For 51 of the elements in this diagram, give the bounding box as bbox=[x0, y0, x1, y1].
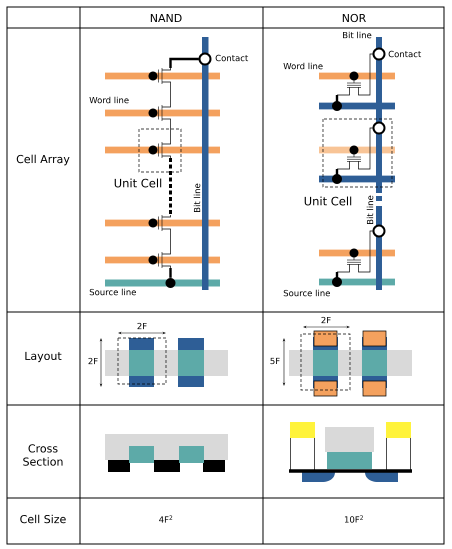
column-header: NAND bbox=[150, 14, 182, 22]
contact-circle bbox=[372, 224, 386, 238]
wire bbox=[170, 120, 171, 142]
dashed-wire bbox=[169, 158, 172, 215]
part-label: Word line bbox=[89, 96, 129, 104]
transistor-symbol bbox=[346, 72, 362, 88]
part-label: Unit Cell bbox=[304, 196, 352, 206]
dimension-label: 5F bbox=[270, 358, 280, 364]
part-label: Word line bbox=[283, 62, 323, 70]
part-label: Bit line bbox=[366, 196, 374, 224]
transistor-symbol bbox=[346, 146, 362, 162]
transistor-symbol bbox=[148, 252, 171, 268]
transistor-symbol bbox=[148, 142, 171, 158]
wire bbox=[170, 230, 171, 252]
contact-dot bbox=[332, 169, 342, 184]
wire bbox=[336, 87, 350, 96]
column-header: NOR bbox=[342, 14, 366, 22]
transistor-symbol bbox=[148, 104, 171, 122]
contact-circle bbox=[372, 48, 386, 60]
wire bbox=[170, 84, 171, 106]
transistor-symbol bbox=[148, 68, 171, 84]
part-label: Contact bbox=[388, 50, 422, 58]
wire bbox=[336, 264, 350, 272]
wire bbox=[169, 268, 172, 278]
dimension-label: 2F bbox=[321, 316, 331, 324]
transistor-symbol bbox=[148, 214, 171, 232]
contact-circle bbox=[198, 52, 212, 66]
contact-circle bbox=[372, 122, 386, 134]
contact-dot bbox=[332, 272, 342, 287]
row-header: Cross Section bbox=[23, 444, 62, 466]
wire bbox=[358, 230, 373, 272]
wire bbox=[169, 58, 198, 68]
transistor-symbol bbox=[346, 248, 362, 265]
part-label: Source line bbox=[284, 290, 330, 296]
contact-dot bbox=[166, 278, 176, 288]
wire bbox=[358, 54, 373, 96]
row-header: Cell Size bbox=[20, 514, 66, 524]
part-label: Contact bbox=[216, 54, 248, 62]
dimension-label: 2F bbox=[88, 358, 98, 364]
contact-dot bbox=[332, 95, 342, 111]
cell-size-value: 4F$^{2}$ bbox=[159, 515, 172, 523]
row-header: Layout bbox=[25, 352, 62, 362]
dimension-label: 2F bbox=[137, 322, 147, 330]
part-label: Source line bbox=[90, 288, 136, 296]
cell-size-value: 10F$^{2}$ bbox=[344, 515, 363, 523]
wire bbox=[336, 161, 350, 170]
row-header: Cell Array bbox=[16, 154, 70, 166]
wire bbox=[358, 128, 373, 170]
part-label: Unit Cell bbox=[114, 178, 162, 188]
part-label: Bit line bbox=[194, 184, 200, 212]
part-label: Bit line bbox=[343, 32, 372, 38]
